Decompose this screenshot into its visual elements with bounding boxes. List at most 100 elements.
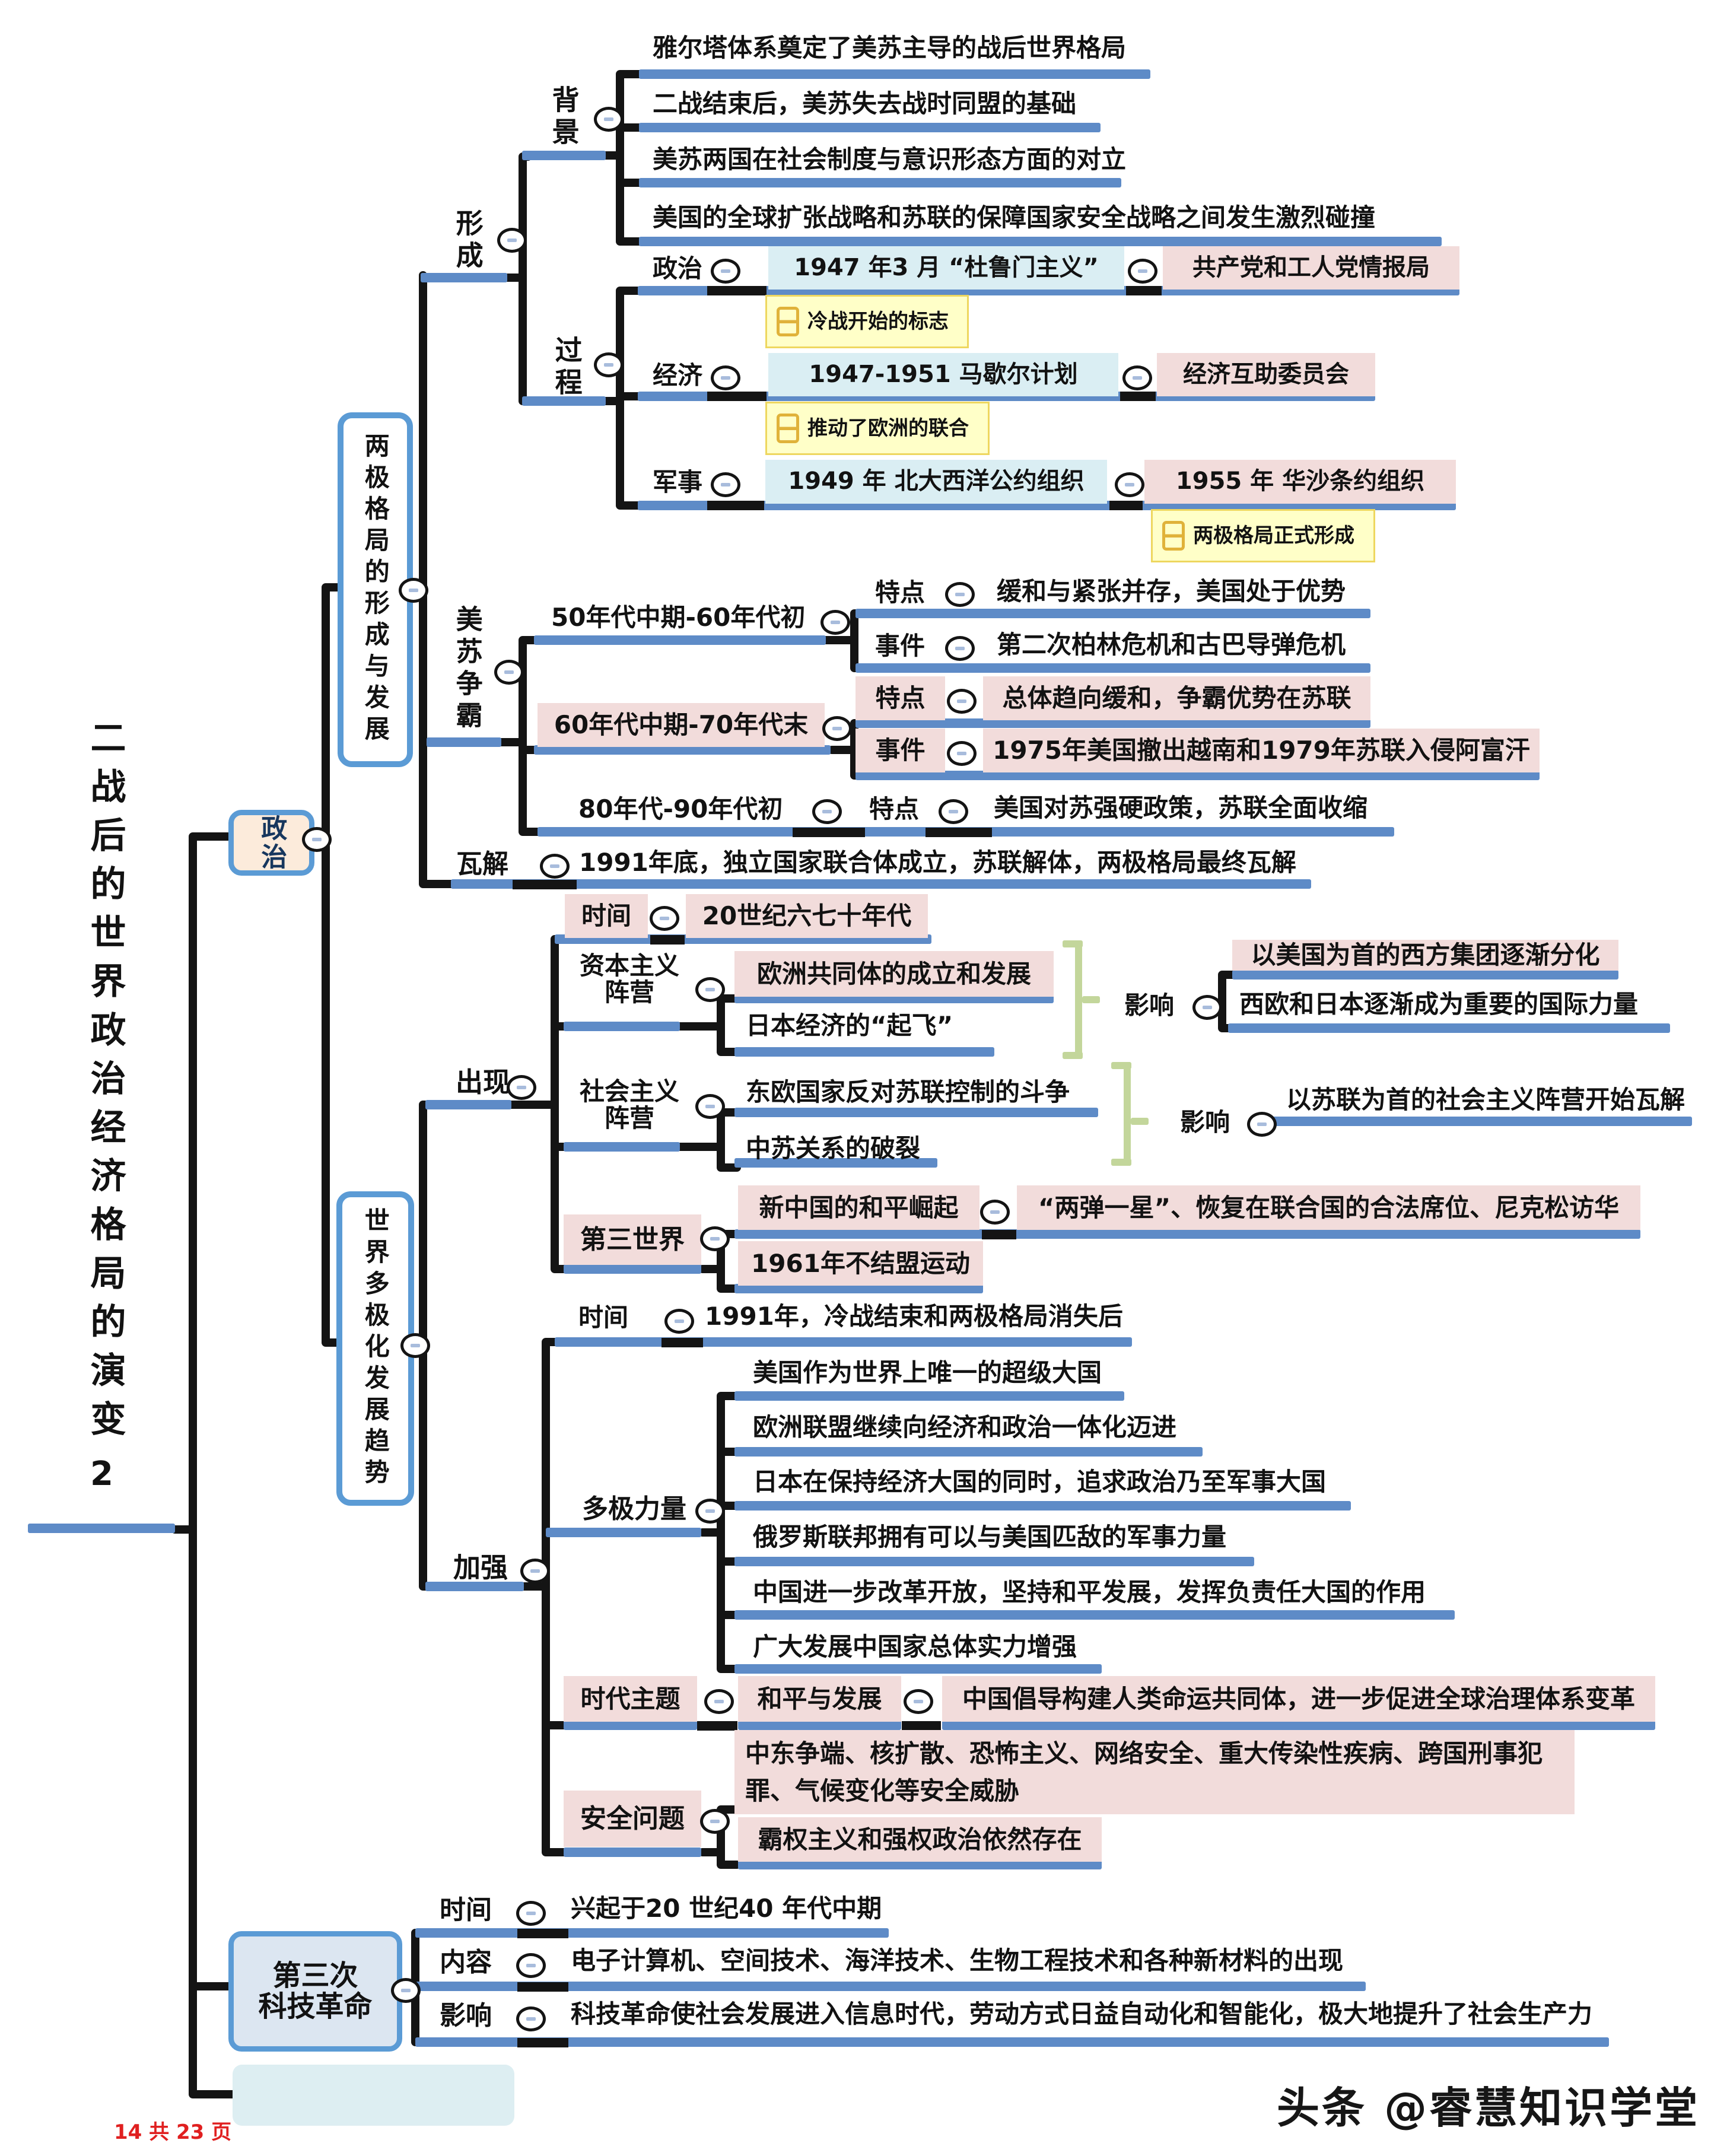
branch-underline <box>1228 1023 1670 1033</box>
collapse-port-icon[interactable] <box>945 582 975 607</box>
branch-underline <box>1232 970 1618 980</box>
branch-underline <box>451 879 1311 889</box>
collapse-port-icon[interactable] <box>695 1499 725 1524</box>
collapse-port-icon[interactable] <box>695 977 725 1002</box>
collapse-port-icon[interactable] <box>302 827 332 852</box>
collapse-port-icon[interactable] <box>704 1689 734 1714</box>
label-economic: 经济 <box>653 361 703 390</box>
label-time-3: 时间 <box>440 1895 492 1925</box>
event-nato: 1949 年 北大西洋公约组织 <box>765 460 1107 504</box>
text-impact: 科技革命使社会发展进入信息时代，劳动方式日益自动化和智能化，极大地提升了社会生产… <box>571 1999 1593 2028</box>
collapse-port-icon[interactable] <box>711 259 740 284</box>
text-china-rise-detail: “两弹一星”、恢复在联合国的合法席位、尼克松访华 <box>1017 1185 1640 1230</box>
label-collapse: 瓦解 <box>456 849 508 879</box>
text-feature-2: 总体趋向缓和，争霸优势在苏联 <box>983 676 1370 720</box>
page-number: 14 共 23 页 <box>114 2120 232 2144</box>
era-80s-90s: 80年代-90年代初 <box>578 794 783 823</box>
text-feature-3: 美国对苏强硬政策，苏联全面收缩 <box>994 793 1368 822</box>
collapse-port-icon[interactable] <box>1192 995 1222 1020</box>
watermark: 头条 @睿慧知识学堂 <box>1277 2083 1700 2133</box>
item-east-europe: 东欧国家反对苏联控制的斗争 <box>746 1077 1070 1106</box>
collapse-port-icon[interactable] <box>820 610 850 635</box>
text-soviet-camp-collapse: 以苏联为首的社会主义阵营开始瓦解 <box>1286 1085 1685 1114</box>
branch-underline <box>942 1721 1655 1730</box>
note-icon <box>1162 521 1185 551</box>
branch-underline <box>564 1264 701 1274</box>
label-background: 背景 <box>548 85 580 150</box>
connector-joint <box>661 1338 703 1347</box>
collapse-port-icon[interactable] <box>516 1901 546 1926</box>
label-feature-1: 特点 <box>875 578 926 607</box>
label-time-2: 时间 <box>578 1303 629 1332</box>
text-time-3: 兴起于20 世纪40 年代中期 <box>571 1894 882 1923</box>
branch-underline <box>415 2037 1609 2047</box>
label-event-2: 事件 <box>855 729 945 772</box>
label-event-1: 事件 <box>875 631 926 660</box>
collapse-port-icon[interactable] <box>520 1559 550 1583</box>
branch-underline <box>546 1528 701 1537</box>
collapse-port-icon[interactable] <box>904 1689 933 1714</box>
collapse-port-icon[interactable] <box>400 1333 430 1358</box>
collapse-port-icon[interactable] <box>664 1309 694 1334</box>
collapse-port-icon[interactable] <box>947 689 977 714</box>
collapse-port-icon[interactable] <box>711 365 740 390</box>
collapse-port-icon[interactable] <box>700 1226 730 1251</box>
collapse-port-icon[interactable] <box>507 1075 536 1100</box>
branch-underline <box>855 609 1370 618</box>
branch-underline <box>421 273 507 282</box>
connector-joint <box>650 935 685 945</box>
collapse-port-icon[interactable] <box>594 107 624 132</box>
item-developing-strength: 广大发展中国家总体实力增强 <box>753 1632 1077 1661</box>
text-collapse: 1991年底，独立国家联合体成立，苏联解体，两极格局最终瓦解 <box>579 848 1296 877</box>
branch-underline <box>639 123 1101 132</box>
collapse-port-icon[interactable] <box>695 1094 725 1119</box>
collapse-port-icon[interactable] <box>1122 365 1152 390</box>
collapse-port-icon[interactable] <box>945 636 975 661</box>
label-political: 政治 <box>653 254 703 283</box>
note-text: 冷战开始的标志 <box>807 309 949 333</box>
note-europe-union: 推动了欧洲的联合 <box>765 402 990 455</box>
connector-joint <box>902 1721 941 1731</box>
branch-underline <box>734 1610 1455 1620</box>
text-west-split: 以美国为首的西方集团逐渐分化 <box>1232 940 1618 971</box>
text-content: 电子计算机、空间技术、海洋技术、生物工程技术和各种新材料的出现 <box>571 1946 1344 1975</box>
text-time-1: 20世纪六七十年代 <box>686 894 928 938</box>
collapse-port-icon[interactable] <box>822 716 852 741</box>
collapse-port-icon[interactable] <box>980 1200 1010 1225</box>
collapse-port-icon[interactable] <box>594 352 624 377</box>
item-japan-pursuit: 日本在保持经济大国的同时，追求政治乃至军事大国 <box>753 1467 1327 1496</box>
label-capitalist-camp: 资本主义 阵营 <box>579 951 679 1007</box>
collapse-port-icon[interactable] <box>497 228 527 253</box>
branch-underline <box>639 237 1442 246</box>
collapse-port-icon[interactable] <box>700 1809 730 1834</box>
collapse-port-icon[interactable] <box>494 660 524 685</box>
root-title-number: 2 <box>90 1455 113 1493</box>
connector-joint <box>926 828 992 837</box>
collapse-port-icon[interactable] <box>391 1978 421 2003</box>
empty-node <box>233 2065 514 2126</box>
event-comecon: 经济互助委员会 <box>1157 353 1375 396</box>
note-icon <box>777 414 799 443</box>
collapse-port-icon[interactable] <box>1247 1112 1277 1137</box>
collapse-port-icon[interactable] <box>516 1953 546 1978</box>
label-feature-2: 特点 <box>855 676 945 720</box>
collapse-port-icon[interactable] <box>650 906 679 931</box>
bg-item-yalta: 雅尔塔体系奠定了美苏主导的战后世界格局 <box>653 33 1127 62</box>
collapse-port-icon[interactable] <box>1128 259 1157 284</box>
item-china-rise: 新中国的和平崛起 <box>738 1185 979 1230</box>
collapse-port-icon[interactable] <box>516 2006 546 2031</box>
collapse-port-icon[interactable] <box>711 472 740 497</box>
collapse-port-icon[interactable] <box>939 799 968 824</box>
collapse-port-icon[interactable] <box>812 799 842 824</box>
branch-underline <box>734 1108 1098 1117</box>
collapse-port-icon[interactable] <box>540 854 570 879</box>
collapse-port-icon[interactable] <box>1115 472 1144 497</box>
collapse-port-icon[interactable] <box>399 578 428 603</box>
label-formation: 形成 <box>451 209 484 273</box>
connector-joint <box>793 828 865 837</box>
branch-underline <box>734 1158 937 1168</box>
branch-underline <box>639 178 1121 187</box>
collapse-port-icon[interactable] <box>947 741 977 766</box>
text-event-1: 第二次柏林危机和古巴导弹危机 <box>997 630 1346 659</box>
